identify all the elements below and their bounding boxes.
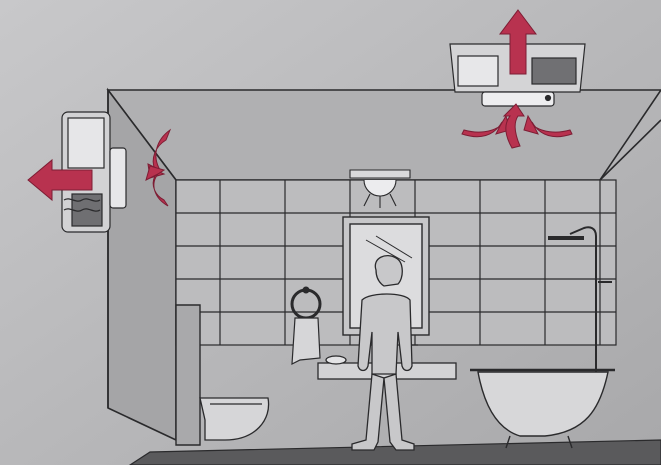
towel <box>292 318 320 364</box>
back-wall <box>108 90 661 180</box>
partition-wall <box>176 305 200 445</box>
